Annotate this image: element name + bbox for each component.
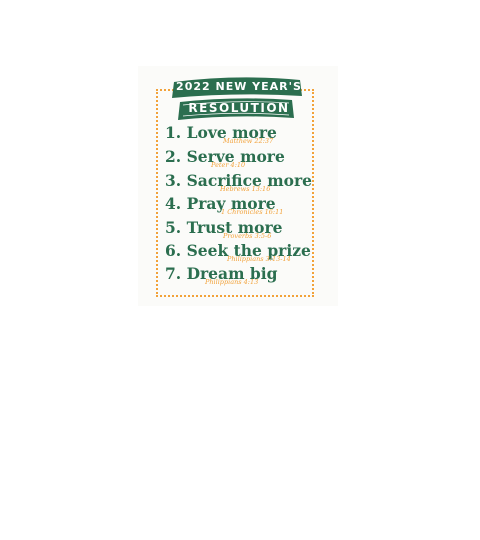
resolution-text: 4. Pray more (165, 194, 276, 213)
banner-title-line2: RESOLUTION (188, 101, 290, 115)
top-ribbon (172, 77, 302, 98)
ribbon-line (182, 112, 290, 117)
resolution-text: 2. Serve more (165, 147, 285, 166)
resolution-text: 6. Seek the prize (165, 241, 311, 260)
verse-reference: Philippians 4:13 (205, 278, 259, 286)
resolution-text: 7. Dream big (165, 264, 278, 283)
ribbon-line (182, 101, 290, 106)
resolution-text: 5. Trust more (165, 218, 283, 237)
verse-reference: Matthew 22:37 (223, 137, 274, 145)
bottom-ribbon (178, 98, 294, 120)
verse-reference: Hebrews 13:16 (220, 185, 271, 193)
resolution-text: 1. Love more (165, 123, 277, 142)
verse-reference: Proverbs 3:5-6 (223, 232, 272, 240)
verse-reference: Peter 4:10 (211, 161, 246, 169)
banner-title-line1: 2022 NEW YEAR'S (176, 80, 302, 93)
resolution-text: 3. Sacrifice more (165, 171, 313, 190)
verse-reference: Philippians 3:13-14 (227, 255, 291, 263)
verse-reference: 1 Chronicles 16:11 (221, 208, 284, 216)
